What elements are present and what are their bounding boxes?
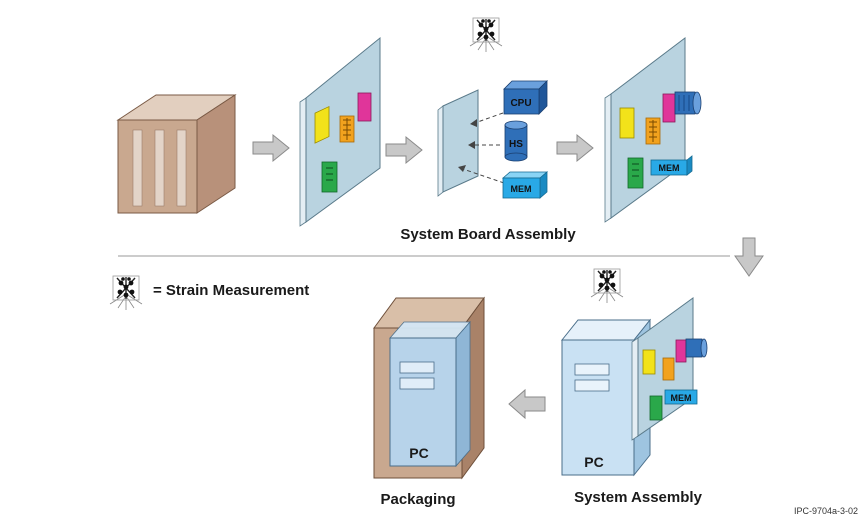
hs-component: HS: [504, 120, 528, 162]
pc-label-system: PC: [584, 454, 603, 470]
arrow-3: [556, 134, 594, 162]
strain-gauge-icon-2: [590, 268, 624, 304]
packaged-pc: PC: [373, 296, 485, 480]
legend-strain-gauge-icon: [109, 275, 143, 311]
cpu-label: CPU: [510, 98, 531, 109]
mem-label-board: MEM: [659, 163, 680, 173]
mem-component: MEM: [501, 171, 549, 199]
system-board-populated: [299, 36, 381, 227]
arrow-left: [508, 388, 546, 420]
card-crate: [116, 94, 237, 214]
bare-board: [437, 89, 479, 197]
hs-label: HS: [509, 139, 523, 150]
system-board-in-chassis: MEM: [631, 297, 708, 441]
mem-label-chassis: MEM: [671, 393, 692, 403]
mem-label: MEM: [511, 184, 532, 194]
system-assembly-label: System Assembly: [574, 489, 703, 506]
packaging-label: Packaging: [380, 491, 455, 508]
figure-id: IPC-9704a-3-02: [794, 506, 858, 516]
arrow-1: [252, 134, 290, 162]
arrow-2: [385, 136, 423, 164]
system-board-assembled: MEM: [604, 36, 702, 223]
cpu-component: CPU: [503, 80, 548, 115]
arrow-down: [734, 237, 764, 277]
strain-gauge-icon: [469, 17, 503, 53]
system-board-assembly-label: System Board Assembly: [400, 226, 576, 243]
placement-arrows: [458, 112, 505, 184]
strain-legend-label: = Strain Measurement: [153, 282, 309, 299]
pc-label-packaged: PC: [409, 445, 428, 461]
